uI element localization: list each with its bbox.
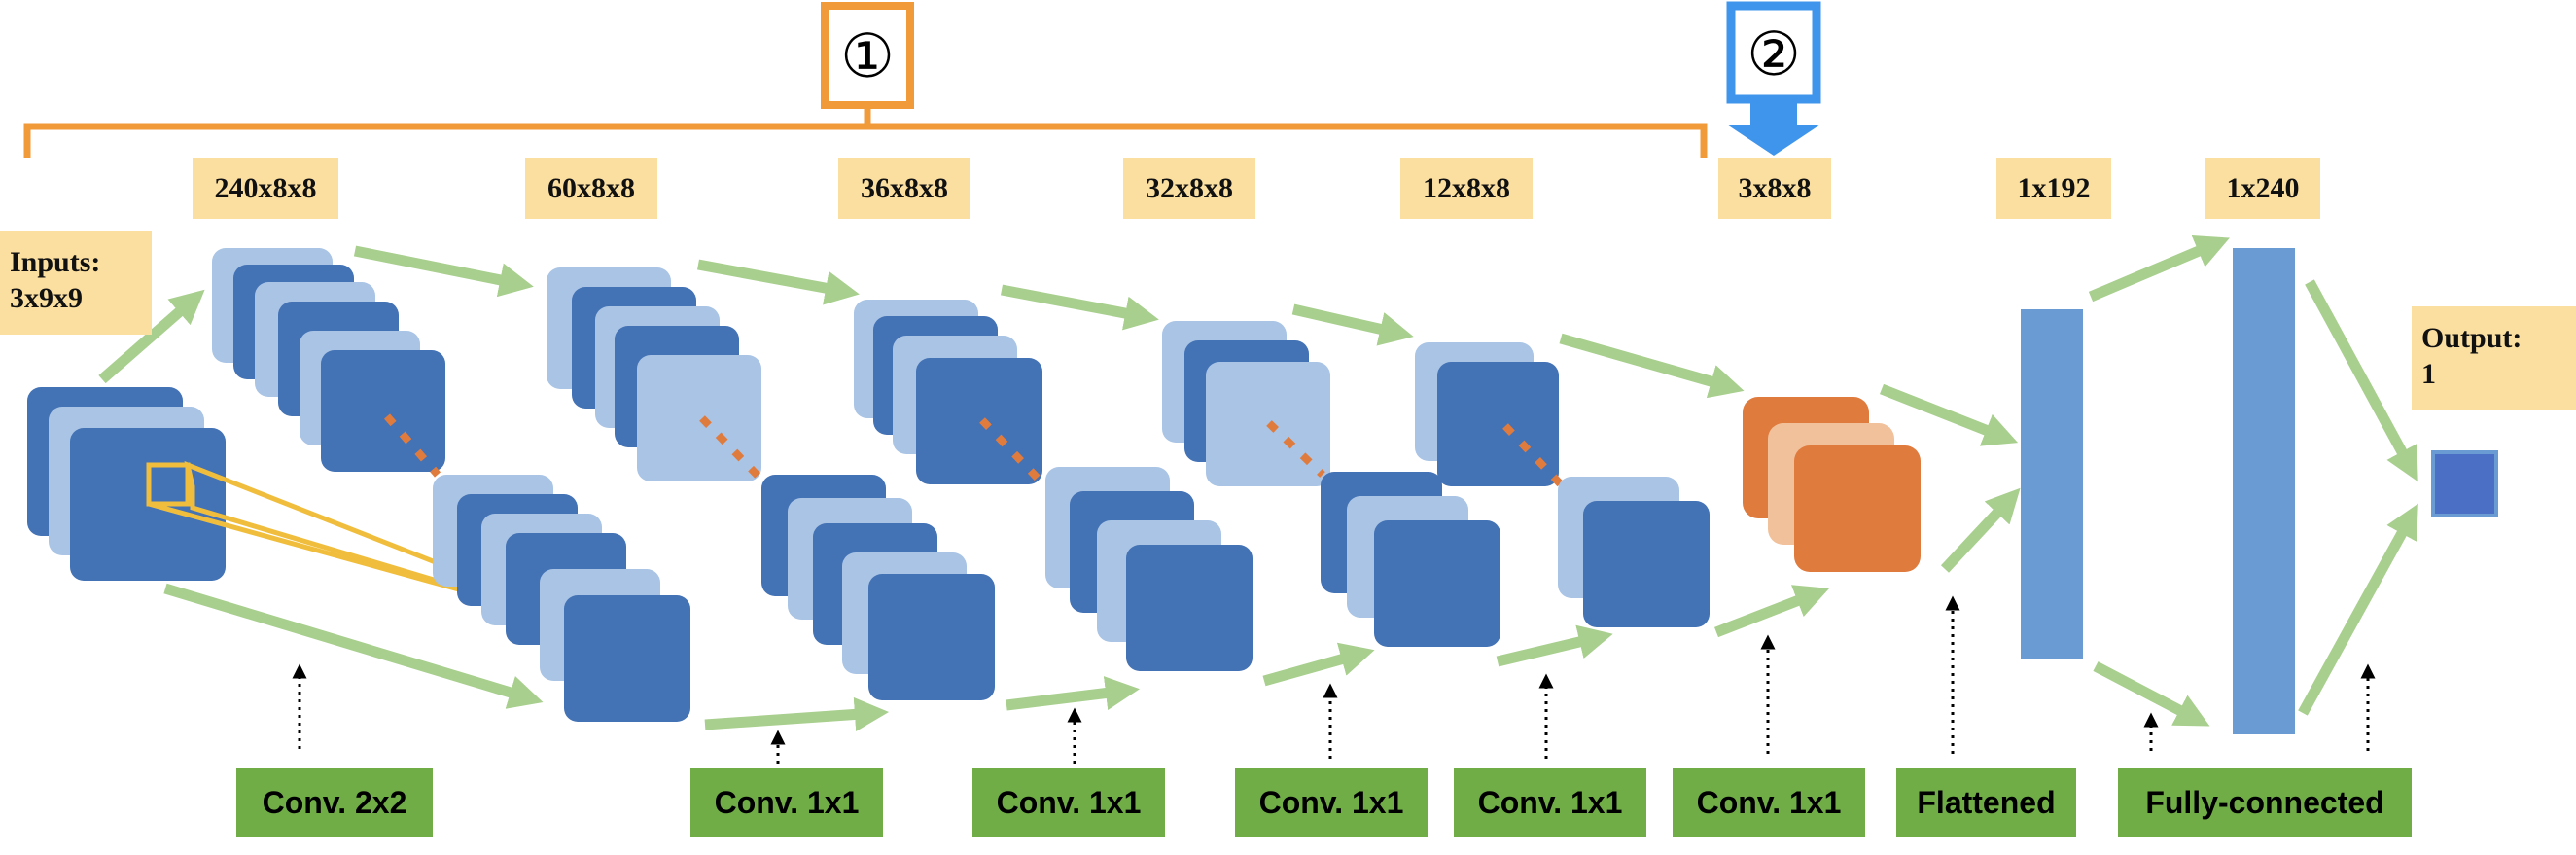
dim-label-layer-5: 12x8x8	[1400, 158, 1533, 219]
layer-32x8x8-stack-top	[1162, 321, 1330, 486]
input-label: Inputs: 3x9x9	[0, 231, 152, 335]
layer-32x8x8-stack-bottom	[1321, 472, 1500, 647]
layer-36x8x8-stack-bottom	[1045, 467, 1253, 671]
op-label-conv-1x1-c: Conv. 1x1	[1235, 768, 1428, 837]
layer-240x8x8-stack-bottom	[433, 475, 690, 722]
dim-label-fully-connected: 1x240	[2205, 158, 2320, 219]
dim-label-layer-6: 3x8x8	[1718, 158, 1831, 219]
flow-arrows	[98, 235, 2418, 732]
output-label: Output: 1	[2412, 306, 2576, 410]
input-label-title: Inputs:	[10, 246, 101, 278]
layer-12x8x8-stack-top	[1415, 342, 1564, 487]
op-label-conv-1x1-d: Conv. 1x1	[1454, 768, 1646, 837]
input-label-shape: 3x9x9	[10, 282, 83, 314]
input-volume	[27, 387, 226, 581]
layer-36x8x8-stack-top	[854, 300, 1048, 489]
layer-60x8x8-stack-top	[547, 267, 766, 484]
layer-12x8x8-stack-bottom	[1558, 477, 1710, 627]
section-one-marker: ①	[834, 16, 900, 95]
op-label-conv-1x1-e: Conv. 1x1	[1673, 768, 1865, 837]
dim-label-layer-2: 60x8x8	[525, 158, 657, 219]
op-label-conv-1x1-b: Conv. 1x1	[972, 768, 1165, 837]
output-node	[2431, 450, 2498, 517]
section-two-marker: ②	[1741, 16, 1807, 91]
dim-label-layer-1: 240x8x8	[193, 158, 338, 219]
layer-240x8x8-stack-top	[212, 248, 445, 478]
dim-label-flattened: 1x192	[1996, 158, 2111, 219]
op-label-flattened: Flattened	[1896, 768, 2076, 837]
op-label-conv-1x1-a: Conv. 1x1	[690, 768, 883, 837]
layer-3x8x8-stack	[1743, 397, 1921, 572]
operation-pointer-arrows	[292, 595, 2376, 764]
op-label-conv-2x2: Conv. 2x2	[236, 768, 433, 837]
layer-60x8x8-stack-bottom	[761, 475, 995, 700]
flattened-vector-bar	[2021, 309, 2083, 659]
output-label-value: 1	[2421, 358, 2436, 390]
dim-label-layer-4: 32x8x8	[1123, 158, 1255, 219]
op-label-fully-connected: Fully-connected	[2118, 768, 2412, 837]
fully-connected-bar	[2233, 248, 2295, 734]
output-label-title: Output:	[2421, 322, 2523, 354]
dim-label-layer-3: 36x8x8	[838, 158, 970, 219]
